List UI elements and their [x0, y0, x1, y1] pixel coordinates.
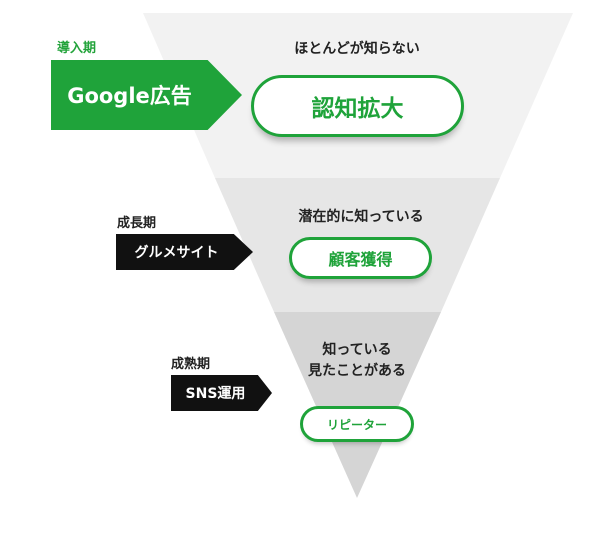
stage-label-growth: 成長期: [117, 216, 157, 231]
stage-label-maturity: 成熟期: [171, 357, 211, 372]
tier-caption-1: ほとんどが知らない: [294, 41, 420, 57]
goal-pill-awareness: 認知拡大: [251, 75, 464, 137]
goal-pill-acquisition: 顧客獲得: [289, 237, 432, 279]
funnel-tier-3: [274, 312, 441, 498]
tier-caption-3-line-1: 知っている: [322, 342, 392, 358]
channel-tag-label: SNS運用: [185, 386, 246, 402]
goal-pill-repeater: リピーター: [300, 406, 414, 442]
tier-caption-3: 知っている 見たことがある: [287, 340, 427, 382]
channel-tag-label: グルメサイト: [134, 245, 219, 261]
tier-caption-3-line-2: 見たことがある: [308, 363, 406, 379]
channel-tag-sns: SNS運用: [171, 375, 272, 411]
tier-caption-2: 潜在的に知っている: [298, 209, 424, 225]
channel-tag-google-ads: Google広告: [51, 60, 242, 130]
channel-tag-gourmet-site: グルメサイト: [116, 234, 253, 270]
stage-label-introduction: 導入期: [57, 41, 97, 56]
channel-tag-label: Google広告: [67, 84, 192, 108]
